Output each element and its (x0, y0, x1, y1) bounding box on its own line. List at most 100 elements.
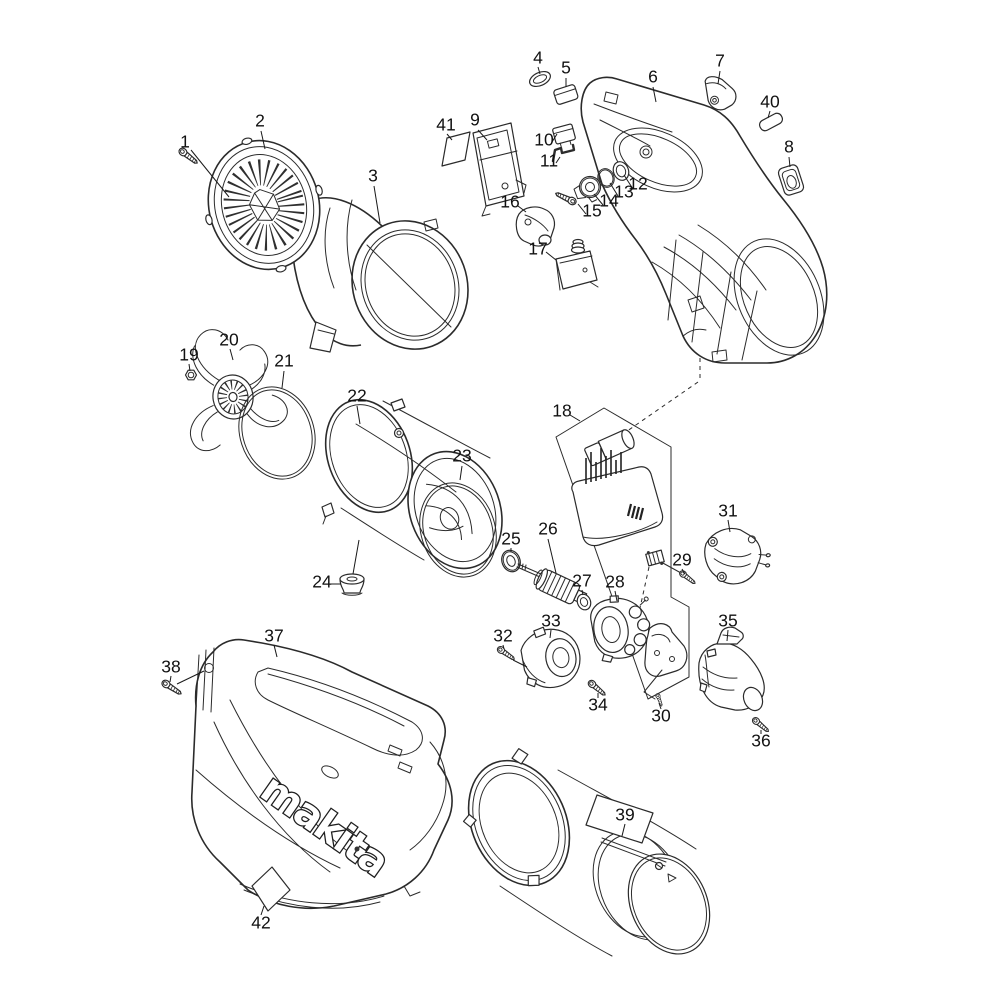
part-label-12: 12 (628, 174, 647, 194)
part-16-lever (515, 206, 556, 247)
part-label-17: 17 (528, 239, 547, 259)
part-label-18: 18 (552, 401, 571, 421)
leader-line-19 (188, 363, 191, 372)
part-14-dial (573, 175, 602, 203)
part-label-39: 39 (615, 805, 634, 825)
part-7-bracket (704, 76, 737, 111)
part-label-40: 40 (760, 92, 780, 112)
part-label-22: 22 (347, 386, 366, 406)
part-22-motor-housing (321, 398, 503, 570)
part-label-13: 13 (614, 182, 633, 202)
part-label-20: 20 (219, 330, 239, 350)
part-21-oring (238, 386, 316, 480)
leader-line-21 (281, 370, 285, 389)
leader-line-1 (190, 149, 230, 198)
leader-line-28 (614, 590, 618, 602)
leader-line-31 (727, 519, 731, 533)
leader-line-29 (681, 568, 686, 575)
part-label-5: 5 (561, 58, 571, 78)
part-label-21: 21 (274, 351, 293, 371)
part-label-10: 10 (534, 130, 554, 150)
part-3-blower-housing (290, 197, 469, 353)
part-label-19: 19 (179, 345, 198, 365)
part-label-35: 35 (718, 611, 737, 631)
leader-line-30 (658, 702, 662, 710)
part-label-16: 16 (500, 192, 519, 212)
part-label-26: 26 (538, 519, 557, 539)
part-label-8: 8 (784, 137, 794, 157)
part-10-block (552, 123, 576, 148)
leader-line-11 (555, 156, 561, 164)
part-8-button (777, 164, 805, 196)
part-label-29: 29 (672, 550, 691, 570)
part-9-controller (472, 122, 527, 217)
leader-line-18 (569, 414, 581, 422)
part-label-30: 30 (651, 706, 671, 726)
part-label-28: 28 (605, 572, 624, 592)
part-18-controller-assembly (555, 407, 690, 700)
part-5-block (553, 84, 579, 105)
leader-line-40 (767, 110, 771, 119)
leader-line-26 (547, 538, 557, 574)
plate-screw-line (643, 669, 663, 700)
part-41-label (441, 131, 471, 167)
leader-line-10 (551, 133, 558, 143)
part-4-gasket (529, 70, 551, 88)
part-label-25: 25 (501, 529, 520, 549)
leader-line-15 (577, 203, 587, 215)
part-32-screw (495, 644, 517, 663)
part-33-motor-bracket (520, 626, 581, 689)
part-label-11: 11 (540, 151, 558, 171)
leader-line-23 (459, 465, 463, 481)
leader-line-22 (356, 405, 361, 425)
pcb-pins (585, 448, 622, 484)
leader-line-13 (609, 182, 619, 197)
part-label-1: 1 (180, 132, 190, 152)
pcb-barcode (626, 503, 645, 521)
leader-line-38 (176, 670, 205, 685)
leader-line-7 (717, 70, 721, 85)
part-label-7: 7 (715, 51, 725, 71)
part-15-screw (553, 189, 578, 207)
part-27-bearing (576, 593, 592, 611)
leader-line-17 (545, 251, 557, 261)
leader-line-32 (502, 644, 505, 650)
leader-line-9 (477, 129, 488, 141)
part-37-main-housing: makita (190, 638, 453, 910)
leader-line-3 (373, 185, 381, 224)
part-35-tail-cover (698, 626, 765, 712)
part-label-4: 4 (533, 48, 543, 68)
part-label-15: 15 (582, 201, 601, 221)
part-11-clip (551, 143, 576, 163)
leader-line-20 (229, 348, 234, 361)
part-label-3: 3 (368, 166, 378, 186)
leader-line-12 (623, 174, 634, 190)
leader-line-2 (260, 130, 266, 150)
leader-line-6 (652, 86, 657, 103)
part-42-label (251, 866, 291, 912)
terminal-block (645, 549, 665, 567)
part-label-41: 41 (436, 115, 455, 135)
part-2-fan-guard (205, 137, 323, 273)
part-label-37: 37 (264, 626, 283, 646)
leader-line-14 (593, 193, 604, 206)
leader-line-27 (581, 589, 584, 596)
part-label-24: 24 (312, 572, 332, 592)
leader-line-24 (352, 539, 360, 575)
part-label-14: 14 (599, 191, 619, 211)
part-19-nut (184, 369, 198, 381)
part-40-pill (758, 112, 784, 132)
part-label-42: 42 (251, 913, 270, 933)
leader-line-16 (517, 205, 527, 213)
part-24-grommet (339, 573, 365, 596)
part-label-33: 33 (541, 611, 560, 631)
terminal-plate (644, 623, 688, 677)
part-label-9: 9 (470, 110, 480, 130)
part-label-23: 23 (452, 446, 471, 466)
leader-line-39 (621, 823, 626, 837)
leader-line-32 (512, 659, 528, 668)
part-23-oring (419, 482, 497, 578)
